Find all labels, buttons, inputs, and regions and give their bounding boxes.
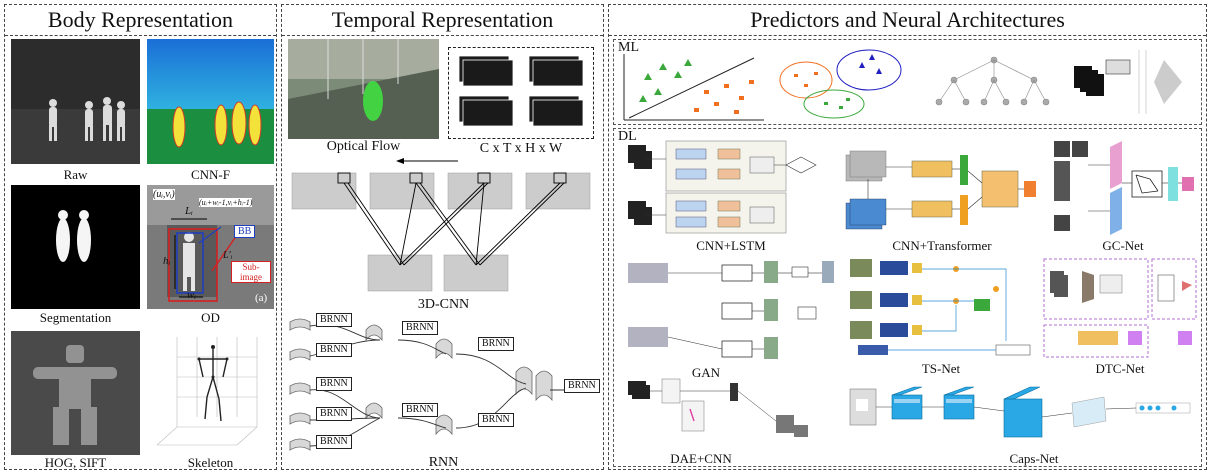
cnn-lstm-caption: CNN+LSTM	[696, 238, 766, 253]
ml-section: ML	[613, 39, 1202, 125]
gan-caption: GAN	[691, 365, 721, 380]
hog-caption: HOG, SIFT	[44, 455, 107, 470]
temporal-representation-panel: Temporal Representation Optical Flow C x…	[281, 4, 604, 470]
dl-label: DL	[618, 129, 637, 144]
brnn-cell: BRNN	[402, 403, 438, 417]
brnn-cell: BRNN	[478, 337, 514, 351]
cnn-transformer-caption: CNN+Transformer	[892, 238, 992, 253]
od-caption: OD	[201, 310, 220, 325]
optical-flow-image	[288, 39, 439, 139]
gc-net-diagram	[1050, 137, 1196, 237]
cnn3d-caption: 3D-CNN	[417, 297, 470, 312]
dl-section: DL CNN+LSTM	[613, 128, 1202, 467]
dtc-net-caption: DTC-Net	[1095, 361, 1145, 376]
hog-sift-image	[11, 331, 140, 455]
brnn-cell: BRNN	[316, 435, 352, 449]
body-representation-title: Body Representation	[5, 5, 276, 36]
od-a-label: (a)	[255, 292, 268, 304]
ts-net-caption: TS-Net	[921, 361, 961, 376]
raw-caption: Raw	[63, 167, 88, 182]
segmentation-image	[11, 185, 140, 309]
cnn3d-diagram	[288, 155, 599, 295]
od-w-label: wᵢ	[187, 289, 197, 301]
rnn-caption: RNN	[428, 455, 459, 470]
predictors-title: Predictors and Neural Architectures	[609, 5, 1206, 36]
caps-net-caption: Caps-Net	[1009, 451, 1059, 466]
od-lc-label: L′ᵢ	[223, 250, 233, 261]
cnn-lstm-diagram	[626, 137, 836, 237]
segmentation-caption: Segmentation	[39, 310, 112, 325]
cnn-transformer-diagram	[842, 137, 1042, 237]
tensor-caption: C x T x H x W	[479, 141, 563, 156]
cnnf-feature-image	[147, 39, 274, 164]
dtc-net-diagram	[1042, 257, 1198, 361]
optical-flow-caption: Optical Flow	[326, 139, 401, 154]
od-l-label: Lᵢ	[185, 205, 193, 217]
brnn-cell: BRNN	[316, 407, 352, 421]
od-corner-label: (uᵢ,vᵢ)	[153, 189, 175, 200]
od-h-label: hᵢ	[163, 255, 171, 267]
body-representation-panel: Body Representation Raw CNN-F	[4, 4, 277, 470]
temporal-representation-title: Temporal Representation	[282, 5, 603, 36]
bounding-box	[176, 232, 204, 294]
gan-diagram	[626, 257, 840, 365]
od-corner2-label: (uᵢ+wᵢ-1,vᵢ+hᵢ-1)	[199, 198, 253, 207]
skeleton-plot	[147, 327, 274, 455]
brnn-cell: BRNN	[316, 343, 352, 357]
od-subimage-label: Sub-image	[231, 261, 271, 283]
tensor-frames-box	[448, 47, 594, 139]
brnn-cell: BRNN	[316, 377, 352, 391]
ml-label: ML	[618, 40, 639, 55]
dae-cnn-diagram	[626, 375, 826, 455]
gc-net-caption: GC-Net	[1102, 238, 1144, 253]
raw-thermal-image	[11, 39, 140, 164]
predictors-panel: Predictors and Neural Architectures ML	[608, 4, 1207, 470]
brnn-cell: BRNN	[564, 379, 600, 393]
brnn-cell: BRNN	[478, 413, 514, 427]
brnn-cell: BRNN	[402, 321, 438, 335]
caps-net-diagram	[844, 381, 1198, 451]
dae-cnn-caption: DAE+CNN	[670, 451, 732, 466]
od-bb-label: BB	[234, 225, 256, 238]
skeleton-caption: Skeleton	[187, 455, 234, 470]
cnnf-caption: CNN-F	[190, 167, 230, 182]
brnn-cell: BRNN	[316, 313, 352, 327]
ts-net-diagram	[846, 255, 1036, 359]
